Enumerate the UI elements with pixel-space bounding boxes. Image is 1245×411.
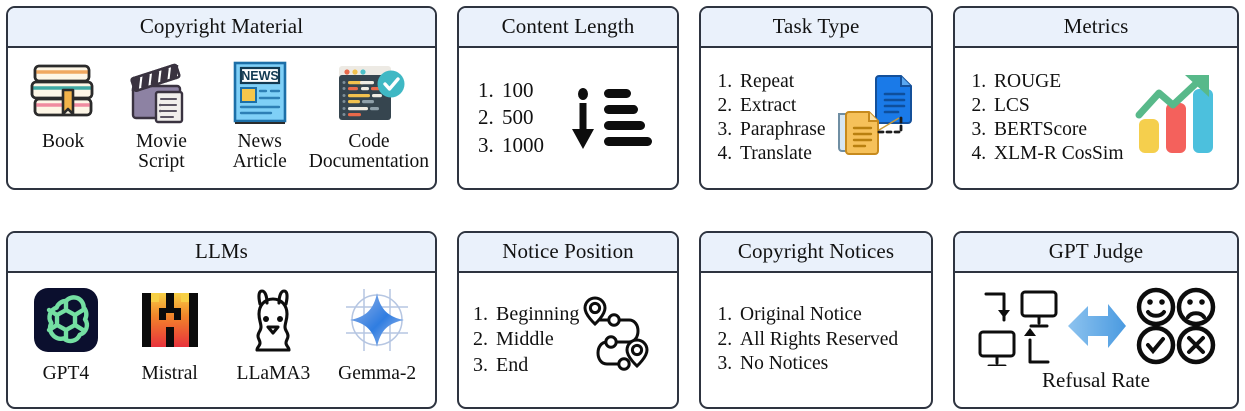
openai-logo-icon: [33, 281, 98, 359]
copyright-material-items: Book: [8, 48, 435, 188]
route-map-pins-icon: [583, 296, 649, 371]
item-label-llama3: LLaMA3: [236, 363, 311, 384]
copyright-notices-list: Original Notice All Rights Reserved No N…: [711, 303, 898, 377]
list-item[interactable]: 500: [499, 104, 544, 131]
list-item[interactable]: All Rights Reserved: [737, 328, 898, 353]
metrics-list: ROUGE LCS BERTScore XLM-R CosSim: [965, 70, 1123, 167]
panel-notice-position: Notice Position Beginning Middle End: [457, 231, 679, 409]
panel-title-copyright-material: Copyright Material: [8, 8, 435, 48]
panel-title-copyright-notices: Copyright Notices: [701, 233, 931, 273]
list-item[interactable]: Translate: [737, 142, 826, 166]
item-movie-script[interactable]: Movie Script: [112, 56, 210, 172]
panel-body-llms: GPT4: [8, 273, 435, 407]
panel-task-type: Task Type Repeat Extract Paraphrase Tran…: [699, 6, 933, 190]
monitors-exchange-icon: [978, 290, 1058, 366]
panel-title-notice-position: Notice Position: [459, 233, 677, 273]
panel-copyright-notices: Copyright Notices Original Notice All Ri…: [699, 231, 933, 409]
item-label-gpt4: GPT4: [42, 363, 90, 384]
panel-body-content-length: 100 500 1000: [459, 48, 677, 188]
list-item[interactable]: No Notices: [737, 352, 898, 377]
item-gemma2[interactable]: Gemma-2: [325, 281, 429, 384]
sort-descending-list-icon: [571, 88, 652, 149]
bar-chart-growth-icon: [1135, 75, 1214, 153]
documents-transform-icon: [838, 75, 913, 155]
panel-row-top: Copyright Material: [6, 6, 1239, 190]
content-length-list: 100 500 1000: [473, 77, 544, 159]
panel-title-gpt-judge: GPT Judge: [955, 233, 1237, 273]
panel-body-task-type: Repeat Extract Paraphrase Translate: [701, 48, 931, 188]
item-llama3[interactable]: LLaMA3: [222, 281, 326, 384]
panel-body-notice-position: Beginning Middle End: [459, 273, 677, 407]
list-item[interactable]: 100: [499, 77, 544, 104]
panel-llms: LLMs: [6, 231, 437, 409]
gpt-judge-content: Refusal Rate: [955, 273, 1237, 407]
list-item[interactable]: Paraphrase: [737, 118, 826, 142]
panel-title-metrics: Metrics: [955, 8, 1237, 48]
svg-text:NEWS: NEWS: [241, 69, 279, 83]
panel-title-llms: LLMs: [8, 233, 435, 273]
llms-items: GPT4: [8, 273, 435, 407]
llama-logo-icon: [241, 281, 305, 359]
panel-body-gpt-judge: Refusal Rate: [955, 273, 1237, 407]
item-label-news-article: News Article: [232, 131, 287, 172]
item-news-article[interactable]: NEWS News Article: [211, 56, 309, 172]
list-item[interactable]: End: [493, 353, 579, 379]
list-item[interactable]: ROUGE: [991, 70, 1123, 94]
list-item[interactable]: BERTScore: [991, 118, 1123, 142]
metrics-art: [1127, 75, 1229, 161]
panel-gpt-judge: GPT Judge: [953, 231, 1239, 409]
item-book[interactable]: Book: [14, 56, 112, 152]
blue-arrow-right-icon: [1068, 303, 1126, 348]
task-type-content: Repeat Extract Paraphrase Translate: [701, 48, 931, 188]
gpt-judge-caption: Refusal Rate: [1042, 367, 1150, 392]
panel-title-content-length: Content Length: [459, 8, 677, 48]
item-gpt4[interactable]: GPT4: [14, 281, 118, 384]
list-item[interactable]: Repeat: [737, 70, 826, 94]
panel-body-metrics: ROUGE LCS BERTScore XLM-R CosSim: [955, 48, 1237, 188]
copyright-notices-content: Original Notice All Rights Reserved No N…: [701, 273, 931, 407]
panel-body-copyright-material: Book: [8, 48, 435, 188]
list-item[interactable]: Original Notice: [737, 303, 898, 328]
movie-clapperboard-script-icon: [127, 56, 195, 130]
metrics-content: ROUGE LCS BERTScore XLM-R CosSim: [955, 48, 1237, 188]
list-item[interactable]: Middle: [493, 327, 579, 353]
list-item[interactable]: XLM-R CosSim: [991, 142, 1123, 166]
panel-row-bottom: LLMs: [6, 231, 1239, 409]
mistral-logo-icon: [138, 281, 202, 359]
panel-metrics: Metrics ROUGE LCS BERTScore XLM-R CosSim: [953, 6, 1239, 190]
task-type-art: [830, 70, 923, 166]
item-label-gemma2: Gemma-2: [338, 363, 417, 384]
panel-copyright-material: Copyright Material: [6, 6, 437, 190]
panel-title-task-type: Task Type: [701, 8, 931, 48]
item-label-code-documentation: Code Documentation: [308, 131, 430, 172]
book-stack-icon: [29, 56, 97, 130]
panel-content-length: Content Length 100 500 1000: [457, 6, 679, 190]
list-item[interactable]: 1000: [499, 132, 544, 159]
item-code-documentation[interactable]: Code Documentation: [309, 56, 429, 172]
list-item[interactable]: Extract: [737, 94, 826, 118]
code-documentation-icon: [331, 56, 407, 130]
list-item[interactable]: Beginning: [493, 302, 579, 328]
notice-position-art: [579, 294, 653, 386]
emoji-verdict-grid-icon: [1136, 287, 1216, 364]
item-label-mistral: Mistral: [141, 363, 198, 384]
list-item[interactable]: LCS: [991, 94, 1123, 118]
item-label-movie-script: Movie Script: [135, 131, 187, 172]
notice-position-content: Beginning Middle End: [459, 273, 677, 407]
task-type-list: Repeat Extract Paraphrase Translate: [711, 70, 826, 167]
content-length-content: 100 500 1000: [459, 48, 677, 188]
item-label-book: Book: [42, 131, 85, 152]
panel-body-copyright-notices: Original Notice All Rights Reserved No N…: [701, 273, 931, 407]
item-mistral[interactable]: Mistral: [118, 281, 222, 384]
news-article-icon: NEWS: [229, 56, 291, 130]
gemma-logo-icon: [342, 281, 412, 359]
content-length-art: [548, 81, 669, 155]
notice-position-list: Beginning Middle End: [467, 302, 579, 379]
